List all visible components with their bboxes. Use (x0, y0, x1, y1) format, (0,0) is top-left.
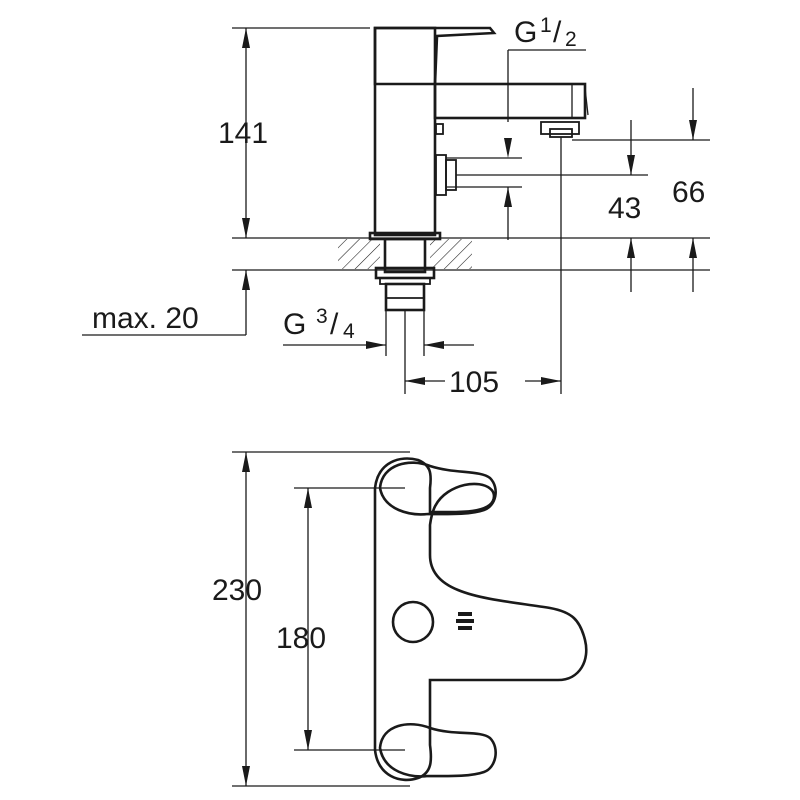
thread-inlet-prefix: G (283, 308, 306, 341)
dim-66-label: 66 (672, 176, 705, 209)
top-handle-lower (378, 722, 497, 778)
thread-outlet-numerator: 1 (540, 14, 552, 37)
dim-180-label: 180 (276, 622, 326, 655)
mixer-body (373, 26, 437, 237)
brand-logo (456, 612, 474, 630)
thread-inlet-numerator: 3 (316, 305, 328, 328)
top-body-outline (373, 457, 588, 782)
thread-outlet-slash: / (553, 16, 562, 49)
dim-230-arrow-bottom (242, 766, 250, 786)
dim-43-label: 43 (608, 192, 641, 225)
shower-outlet-base (435, 154, 447, 196)
top-handle-upper (378, 461, 497, 516)
top-view: 230 180 (212, 451, 588, 787)
connection-pipe (383, 237, 427, 274)
deck-hatch-left (338, 239, 380, 269)
spout-hole (391, 600, 435, 644)
dim-105-label: 105 (449, 366, 499, 399)
spout-tip (584, 87, 589, 116)
dim-66-arrow-top (689, 120, 697, 140)
dim-43-arrow-bottom (627, 238, 635, 258)
dim-43-arrow-top (627, 155, 635, 175)
dim-180-arrow-top (304, 488, 312, 508)
side-view: 141 max. 20 G 1 / 2 43 66 G 3 (82, 14, 710, 399)
dim-230-arrow-top (242, 452, 250, 472)
thread-inlet-denominator: 4 (343, 320, 355, 343)
dim-141-arrow-top (242, 28, 250, 48)
dim-max20-label: max. 20 (92, 302, 199, 335)
thread-outlet-arrow-top (504, 138, 512, 158)
dim-141-label: 141 (218, 117, 268, 150)
deck-hatch-right (430, 239, 472, 269)
thread-outlet-arrow-bottom (504, 187, 512, 207)
thread-inlet-slash: / (330, 308, 339, 341)
aerator-outlet (549, 128, 573, 138)
thread-outlet-denominator: 2 (565, 28, 577, 51)
shower-outlet-nipple (445, 159, 457, 191)
dim-66-arrow-bottom (689, 238, 697, 258)
dim-180-arrow-bottom (304, 730, 312, 750)
dim-max20-arrow (242, 270, 250, 290)
dim-141-arrow-bottom (242, 218, 250, 238)
thread-inlet-arrow-right (424, 341, 444, 349)
thread-inlet-arrow-left (366, 341, 386, 349)
dim-105-arrow-right (541, 377, 561, 385)
dim-230-label: 230 (212, 574, 262, 607)
aerator (540, 121, 580, 135)
thread-outlet-prefix: G (514, 16, 537, 49)
spout (433, 82, 587, 120)
dim-105-arrow-left (405, 377, 425, 385)
thread-stub (384, 282, 426, 312)
body-clip (435, 123, 444, 135)
